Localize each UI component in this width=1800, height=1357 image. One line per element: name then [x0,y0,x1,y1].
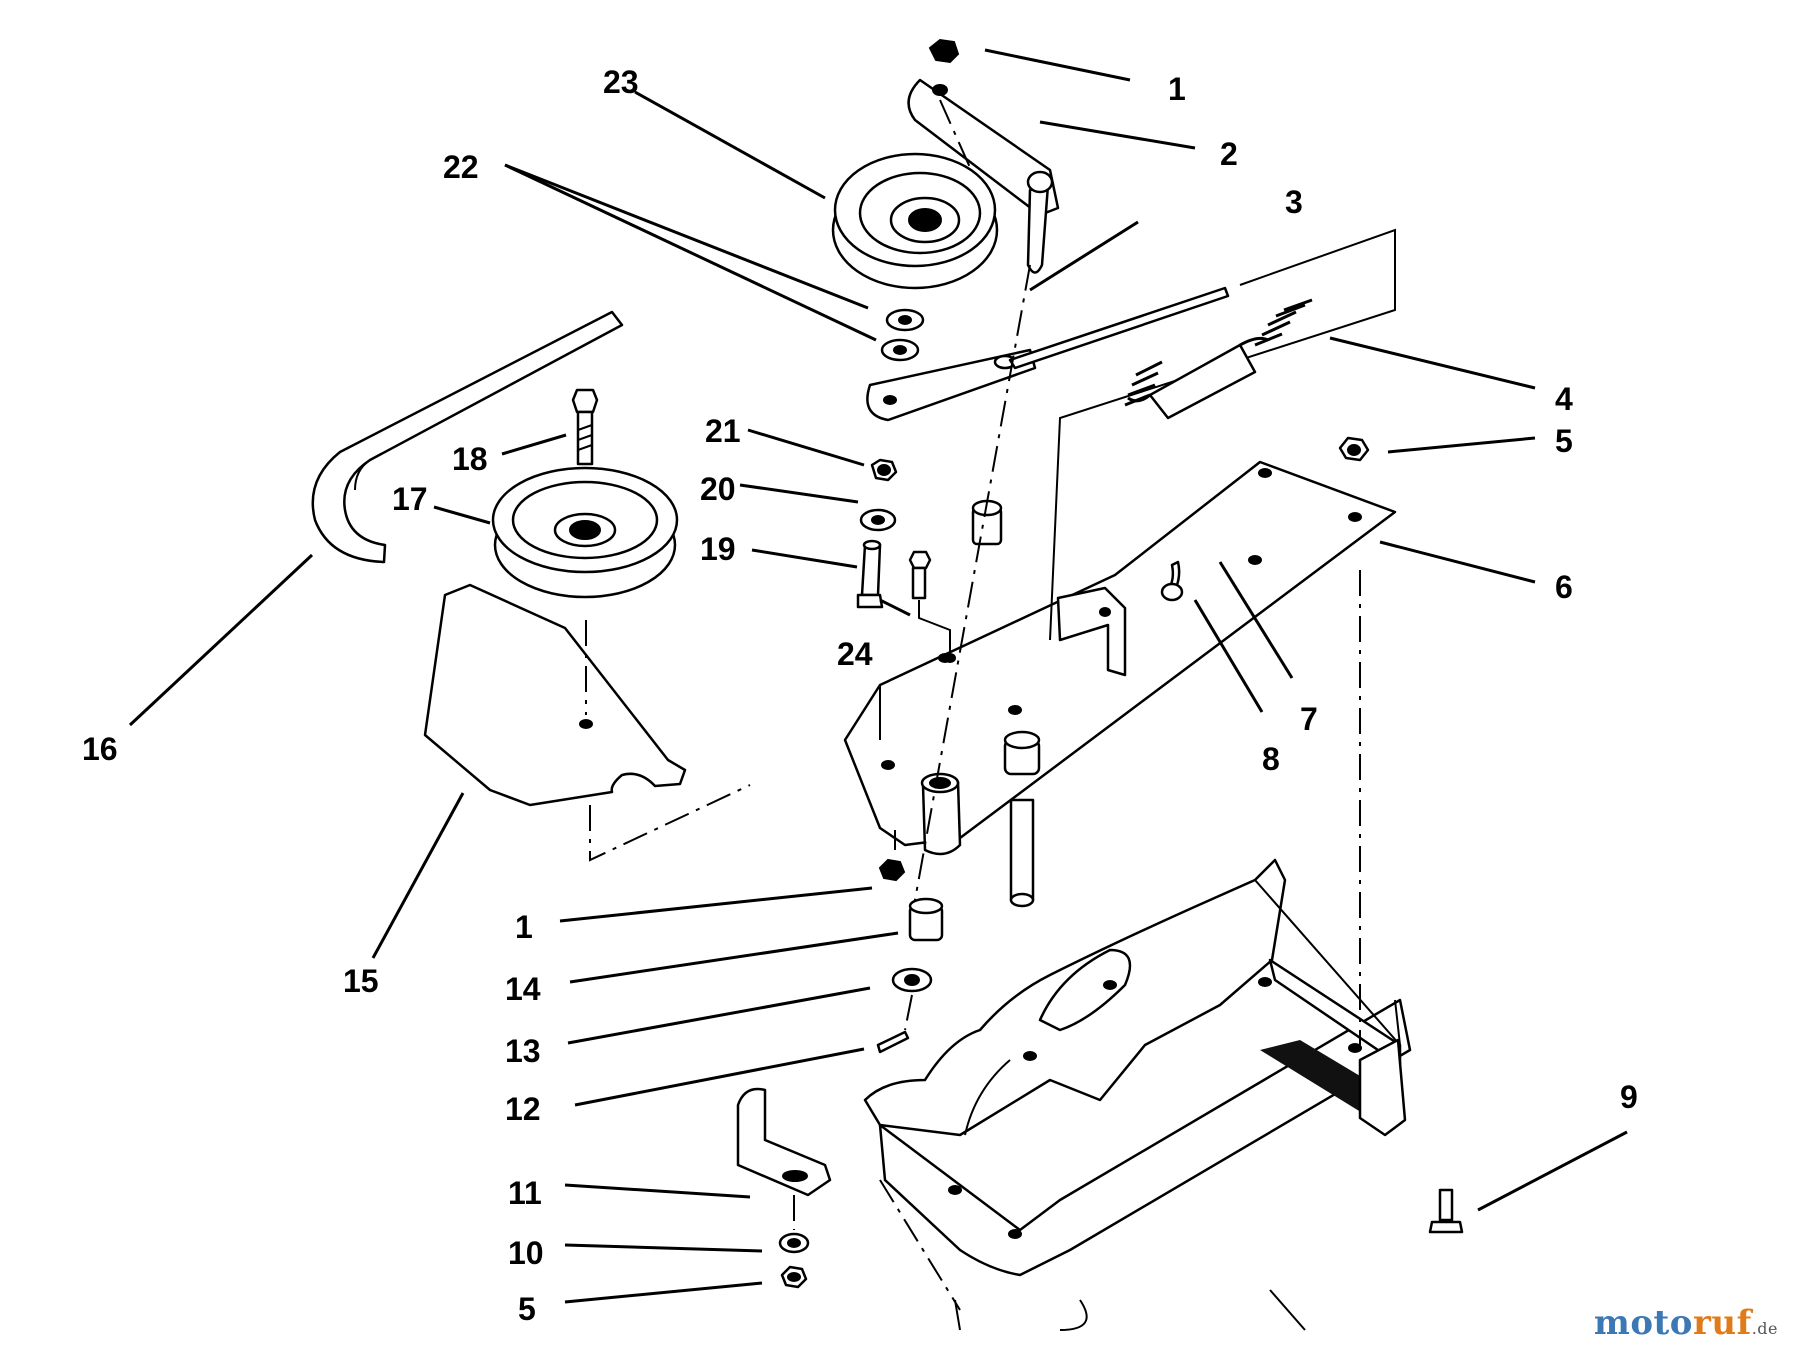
nut-21 [870,458,898,482]
bushing-14 [908,897,944,942]
callout-20: 20 [700,471,736,507]
callout-12: 12 [505,1091,541,1127]
drive-belt [311,310,624,564]
watermark-logo: motoruf.de [1594,1303,1778,1343]
callouts: 1 2 3 4 5 6 7 8 9 10 5 11 12 13 14 1 15 … [82,64,1638,1327]
leader-lines [128,48,1628,1304]
bolt-9 [1428,1188,1464,1234]
pin-12 [876,994,913,1054]
bolt-18 [571,388,599,466]
callout-2: 2 [1220,136,1238,172]
nut-5-lower [780,1265,808,1289]
watermark-accent: ruf [1692,1303,1752,1343]
idler-pulley-upper [831,152,999,290]
callout-5-top: 5 [1555,423,1573,459]
watermark-tld: .de [1751,1319,1778,1338]
bolt-24 [908,550,956,663]
callout-11: 11 [508,1175,542,1211]
callout-15: 15 [343,963,379,999]
callout-6: 6 [1555,569,1573,605]
bracket-11 [736,1087,832,1197]
spring-bracket [1056,560,1184,677]
spacer-bolt-19 [856,539,884,609]
washer-10 [778,1232,810,1254]
nut-1-upper [928,38,960,64]
callout-17: 17 [392,481,428,517]
callout-3: 3 [1285,184,1303,220]
callout-9: 9 [1620,1079,1638,1115]
washer-20 [859,508,897,532]
washer-13 [891,967,933,993]
washers-22 [880,308,925,362]
extension-spring [1124,298,1313,420]
callout-21: 21 [705,413,741,449]
callout-13: 13 [505,1033,541,1069]
callout-16: 16 [82,731,118,767]
nut-5-upper [1338,436,1370,462]
callout-14: 14 [505,971,541,1007]
nut-1-lower [878,858,906,882]
callout-10: 10 [508,1235,544,1271]
idler-bracket-plate [423,583,687,807]
callout-18: 18 [452,441,488,477]
callout-24: 24 [837,636,873,672]
callout-23: 23 [603,64,639,100]
pivot-axis-line [914,264,1031,901]
callout-4: 4 [1555,381,1573,417]
callout-19: 19 [700,531,736,567]
callout-7: 7 [1300,701,1318,737]
mower-deck-cover [863,570,1412,1331]
control-rod [1008,228,1396,641]
pivot-arm [907,78,1060,274]
assembly-line-15 [589,784,751,862]
callout-8: 8 [1262,741,1280,777]
callout-1-bottom: 1 [515,909,533,945]
callout-1-top: 1 [1168,71,1186,107]
callout-22: 22 [443,149,479,185]
callout-5-bottom: 5 [518,1291,536,1327]
idler-pulley-lower [491,466,679,599]
pivot-tube [920,772,962,856]
watermark-main: moto [1593,1303,1693,1343]
